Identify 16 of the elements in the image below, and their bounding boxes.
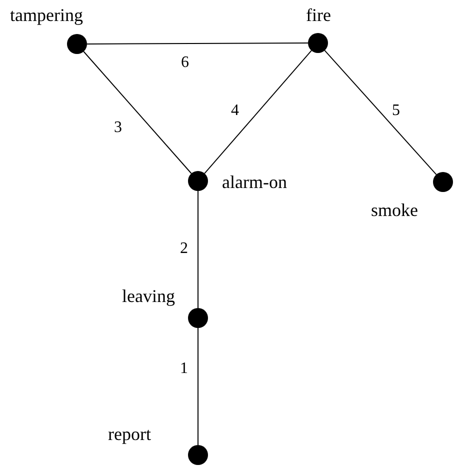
node-label: leaving [122,287,175,305]
node-label: smoke [371,201,418,219]
node-dot [188,308,208,328]
node-label: report [108,425,151,443]
connector-line [324,50,437,176]
node-label: alarm-on [222,173,287,191]
node-dot [67,34,87,54]
node-dot [308,33,328,53]
node-label: tampering [10,6,83,24]
node-label: fire [306,6,331,24]
node-dot [188,171,208,191]
node-dot [433,172,453,192]
node-dot [188,445,208,465]
connector-line [86,42,308,44]
connector-line [204,50,312,174]
connector-line [83,51,192,174]
